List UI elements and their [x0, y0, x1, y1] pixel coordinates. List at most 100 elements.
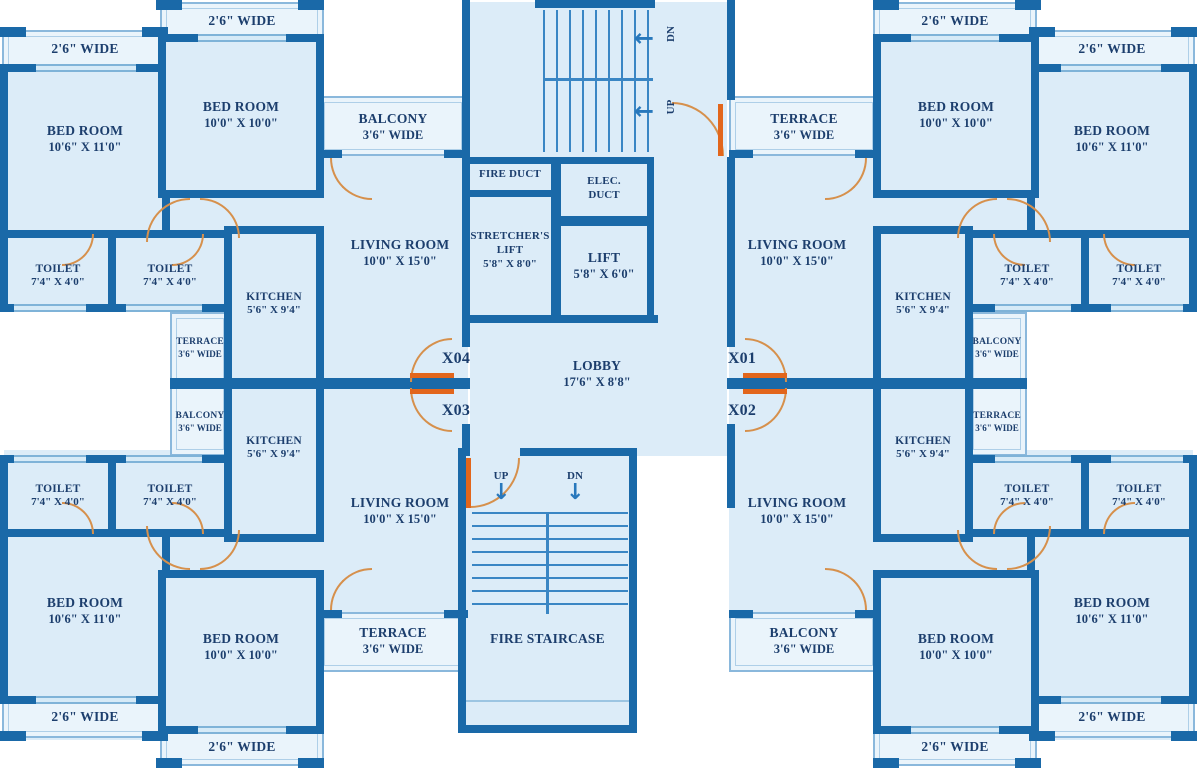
x04-balcony-strip-label: 2'6" WIDE — [51, 40, 119, 56]
window — [1061, 696, 1161, 704]
wall-stub — [729, 610, 753, 618]
window — [198, 726, 286, 734]
fire-stair-up-label: UP — [493, 470, 509, 482]
lobby-wall-left — [462, 315, 470, 347]
fire-staircase-wall-top — [520, 448, 637, 456]
window — [14, 304, 86, 312]
staircase-landing-line — [543, 78, 653, 81]
x03-balcony-strip-label: 2'6" WIDE — [51, 708, 119, 724]
stair-up-label: UP — [665, 99, 677, 115]
central-wall-right — [727, 378, 1027, 389]
core-wall-bottom — [462, 315, 658, 323]
fire-stair-dn-label: DN — [567, 470, 583, 482]
x02-balcony-strip-label: 2'6" WIDE — [1078, 708, 1146, 724]
wall-cap — [873, 0, 899, 10]
stretcher-lift-room — [462, 190, 558, 323]
wall-cap — [142, 731, 168, 741]
x02-entrance-label: X02 — [727, 402, 757, 419]
lobby-wall-right — [727, 315, 735, 347]
wall-cap — [298, 758, 324, 768]
core-wall-top — [535, 0, 655, 8]
x04-entrance-label: X04 — [441, 350, 471, 367]
wall-cap — [298, 0, 324, 10]
wall-cap — [1015, 758, 1041, 768]
wall-stub — [444, 150, 468, 158]
x01-terrace — [729, 96, 879, 156]
stair-dn-label: DN — [665, 26, 677, 42]
wall-cap — [1029, 27, 1055, 37]
x03-bedroom-small — [158, 570, 324, 734]
window — [36, 64, 136, 72]
wall-below-lobby-right — [727, 456, 735, 508]
window — [995, 455, 1071, 463]
wall-cap — [1171, 731, 1197, 741]
stair-up-arrow-left-icon: ← — [634, 97, 655, 125]
fire-staircase-treads — [472, 512, 628, 614]
fire-staircase-label: FIRE STAIRCASE — [490, 630, 605, 646]
stair-dn-arrow-left-icon: ← — [634, 24, 655, 52]
x03-balcony-strip-label: 2'6" WIDE — [208, 738, 276, 754]
central-wall-left — [170, 378, 470, 389]
window — [126, 455, 202, 463]
staircase-treads — [543, 10, 653, 152]
fire-duct-label: FIRE DUCT — [479, 168, 541, 181]
x02-entrance-door-leaf — [743, 389, 787, 394]
x04-bedroom-small — [158, 34, 324, 198]
window — [1111, 455, 1183, 463]
wall-stub — [855, 150, 879, 158]
elec-duct-label: ELEC.DUCT — [587, 175, 621, 201]
wall-cap — [0, 731, 26, 741]
window — [198, 34, 286, 42]
fire-staircase-wall-bottom — [458, 725, 637, 733]
x02-balcony-strip-label: 2'6" WIDE — [921, 738, 989, 754]
window — [995, 304, 1071, 312]
lobby-wall-right — [727, 424, 735, 456]
x01-balcony-strip — [967, 312, 1027, 388]
x03-entrance-label: X03 — [441, 402, 471, 419]
fire-stair-up-arrow-down-icon: ↓ — [492, 480, 511, 505]
wall-cap — [1015, 0, 1041, 10]
wall-stub — [444, 610, 468, 618]
x01-kitchen — [873, 226, 973, 390]
window — [911, 726, 999, 734]
wall-cap — [142, 27, 168, 37]
fire-staircase-door-leaf — [466, 458, 471, 508]
wall-stub — [318, 610, 342, 618]
fire-staircase-edge-line — [466, 700, 629, 702]
fire-staircase-center-line — [546, 512, 549, 614]
window — [1061, 64, 1161, 72]
lobby-floor — [470, 323, 727, 456]
wall-cap — [1029, 731, 1055, 741]
window — [126, 304, 202, 312]
x01-entrance-label: X01 — [727, 350, 757, 367]
